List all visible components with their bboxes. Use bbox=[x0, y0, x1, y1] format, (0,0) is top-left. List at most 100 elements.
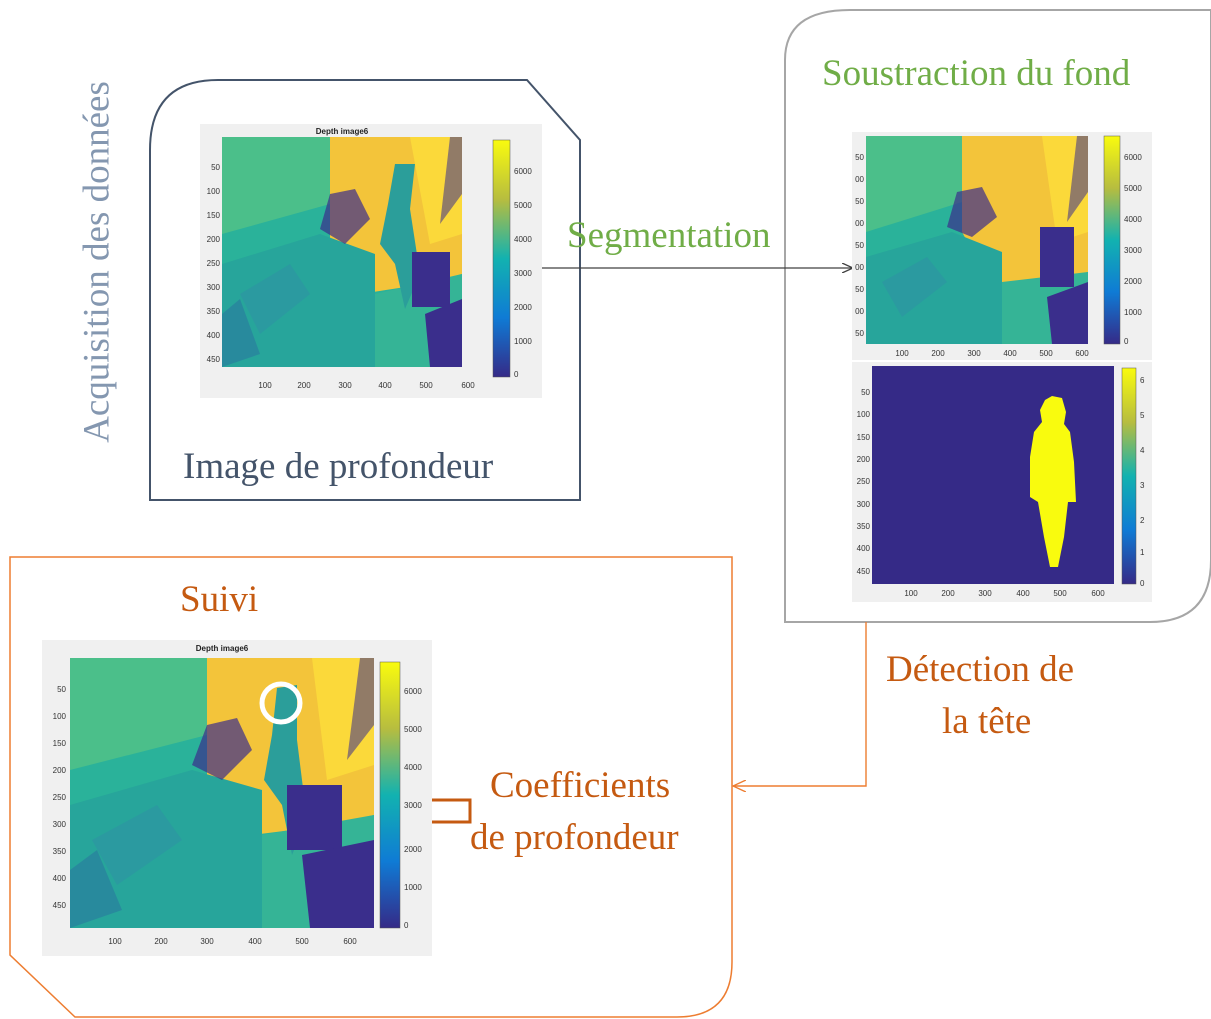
y-tick: 50 bbox=[57, 685, 66, 694]
x-tick: 100 bbox=[258, 381, 272, 390]
colorbar-tick: 0 bbox=[1140, 579, 1145, 588]
y-tick: 450 bbox=[857, 567, 871, 576]
y-tick: 50 bbox=[211, 163, 220, 172]
colorbar bbox=[379, 661, 401, 929]
x-tick: 200 bbox=[297, 381, 311, 390]
colorbar-tick: 2 bbox=[1140, 516, 1145, 525]
depth-plot-3: Depth image6 50 100 150 200 bbox=[42, 640, 432, 956]
y-tick: 100 bbox=[857, 410, 871, 419]
y-tick: 150 bbox=[207, 211, 221, 220]
colorbar-tick: 3 bbox=[1140, 481, 1145, 490]
y-tick: 00 bbox=[855, 219, 864, 228]
x-axis-ticks: 100 200 300 400 500 600 bbox=[258, 381, 475, 390]
y-tick: 50 bbox=[855, 197, 864, 206]
colorbar-tick: 4000 bbox=[404, 763, 422, 772]
y-tick: 250 bbox=[857, 477, 871, 486]
mask-plot: 50 100 150 200 250 300 350 400 450 100 2… bbox=[852, 362, 1152, 602]
depth-plot-2: 50 00 50 00 50 00 50 00 50 100 200 300 4… bbox=[852, 132, 1152, 360]
y-tick: 450 bbox=[53, 901, 67, 910]
colorbar-tick: 1 bbox=[1140, 548, 1145, 557]
y-tick: 50 bbox=[855, 285, 864, 294]
colorbar-tick: 6000 bbox=[514, 167, 532, 176]
depth-heatmap bbox=[866, 136, 1088, 344]
y-tick: 00 bbox=[855, 307, 864, 316]
x-tick: 200 bbox=[941, 589, 955, 598]
plot-title: Depth image6 bbox=[196, 644, 249, 653]
tracking-frame bbox=[9, 556, 733, 1018]
colorbar-ticks: 6 5 4 3 2 1 0 bbox=[1140, 376, 1145, 588]
y-tick: 00 bbox=[855, 175, 864, 184]
y-axis-ticks: 50 00 50 00 50 00 50 00 50 bbox=[855, 153, 864, 338]
y-tick: 450 bbox=[207, 355, 221, 364]
x-tick: 500 bbox=[295, 937, 309, 946]
y-tick: 200 bbox=[857, 455, 871, 464]
colorbar-tick: 2000 bbox=[1124, 277, 1142, 286]
y-tick: 50 bbox=[855, 329, 864, 338]
colorbar-tick: 3000 bbox=[404, 801, 422, 810]
x-axis-ticks: 100 200 300 400 500 600 bbox=[895, 349, 1089, 358]
y-tick: 50 bbox=[855, 153, 864, 162]
x-axis-ticks: 100 200 300 400 500 600 bbox=[108, 937, 357, 946]
x-tick: 500 bbox=[419, 381, 433, 390]
y-tick: 300 bbox=[53, 820, 67, 829]
y-tick: 200 bbox=[207, 235, 221, 244]
y-tick: 50 bbox=[861, 388, 870, 397]
y-tick: 300 bbox=[207, 283, 221, 292]
colorbar-tick: 2000 bbox=[514, 303, 532, 312]
colorbar-ticks: 6000 5000 4000 3000 2000 1000 0 bbox=[514, 167, 532, 379]
x-tick: 600 bbox=[1075, 349, 1089, 358]
y-tick: 250 bbox=[207, 259, 221, 268]
acquisition-frame bbox=[149, 79, 581, 501]
x-tick: 600 bbox=[461, 381, 475, 390]
x-tick: 500 bbox=[1039, 349, 1053, 358]
segmentation-label: Segmentation bbox=[567, 215, 771, 256]
y-tick: 100 bbox=[207, 187, 221, 196]
y-tick: 350 bbox=[857, 522, 871, 531]
colorbar-tick: 6000 bbox=[404, 687, 422, 696]
colorbar-tick: 0 bbox=[514, 370, 519, 379]
depth-heatmap bbox=[222, 137, 462, 367]
y-tick: 400 bbox=[53, 874, 67, 883]
subtraction-title: Soustraction du fond bbox=[822, 53, 1131, 94]
x-tick: 300 bbox=[978, 589, 992, 598]
coefficients-label-line2: de profondeur bbox=[470, 817, 679, 858]
y-tick: 50 bbox=[855, 241, 864, 250]
x-tick: 400 bbox=[1016, 589, 1030, 598]
y-tick: 300 bbox=[857, 500, 871, 509]
head-detection-label-line1: Détection de bbox=[886, 649, 1074, 690]
colorbar-tick: 1000 bbox=[1124, 308, 1142, 317]
depth-plot-1: Depth image6 50 100 150 200 bbox=[200, 124, 542, 398]
x-tick: 300 bbox=[967, 349, 981, 358]
colorbar-tick: 1000 bbox=[514, 337, 532, 346]
x-tick: 600 bbox=[343, 937, 357, 946]
head-tracking-circle bbox=[259, 681, 303, 725]
person-silhouette bbox=[1030, 396, 1076, 567]
colorbar-tick: 6000 bbox=[1124, 153, 1142, 162]
colorbar-tick: 4 bbox=[1140, 446, 1145, 455]
colorbar-tick: 5000 bbox=[1124, 184, 1142, 193]
x-tick: 600 bbox=[1091, 589, 1105, 598]
y-tick: 250 bbox=[53, 793, 67, 802]
x-tick: 500 bbox=[1053, 589, 1067, 598]
x-tick: 300 bbox=[200, 937, 214, 946]
y-tick: 350 bbox=[53, 847, 67, 856]
y-tick: 400 bbox=[857, 544, 871, 553]
x-tick: 300 bbox=[338, 381, 352, 390]
y-tick: 150 bbox=[857, 433, 871, 442]
colorbar-tick: 6 bbox=[1140, 376, 1145, 385]
x-tick: 200 bbox=[154, 937, 168, 946]
y-tick: 350 bbox=[207, 307, 221, 316]
colorbar-tick: 0 bbox=[1124, 337, 1129, 346]
colorbar-tick: 4000 bbox=[1124, 215, 1142, 224]
colorbar-tick: 5000 bbox=[404, 725, 422, 734]
image-caption: Image de profondeur bbox=[183, 446, 494, 487]
y-tick: 100 bbox=[53, 712, 67, 721]
colorbar-tick: 5000 bbox=[514, 201, 532, 210]
y-axis-ticks: 50 100 150 200 250 300 350 400 450 bbox=[857, 388, 871, 576]
x-tick: 400 bbox=[1003, 349, 1017, 358]
colorbar-tick: 4000 bbox=[514, 235, 532, 244]
coefficients-label-line1: Coefficients bbox=[490, 765, 671, 806]
tracking-title: Suivi bbox=[180, 579, 259, 620]
acquisition-label-text: Acquisition des données bbox=[76, 81, 118, 443]
colorbar-ticks: 6000 5000 4000 3000 2000 1000 0 bbox=[1124, 153, 1142, 346]
